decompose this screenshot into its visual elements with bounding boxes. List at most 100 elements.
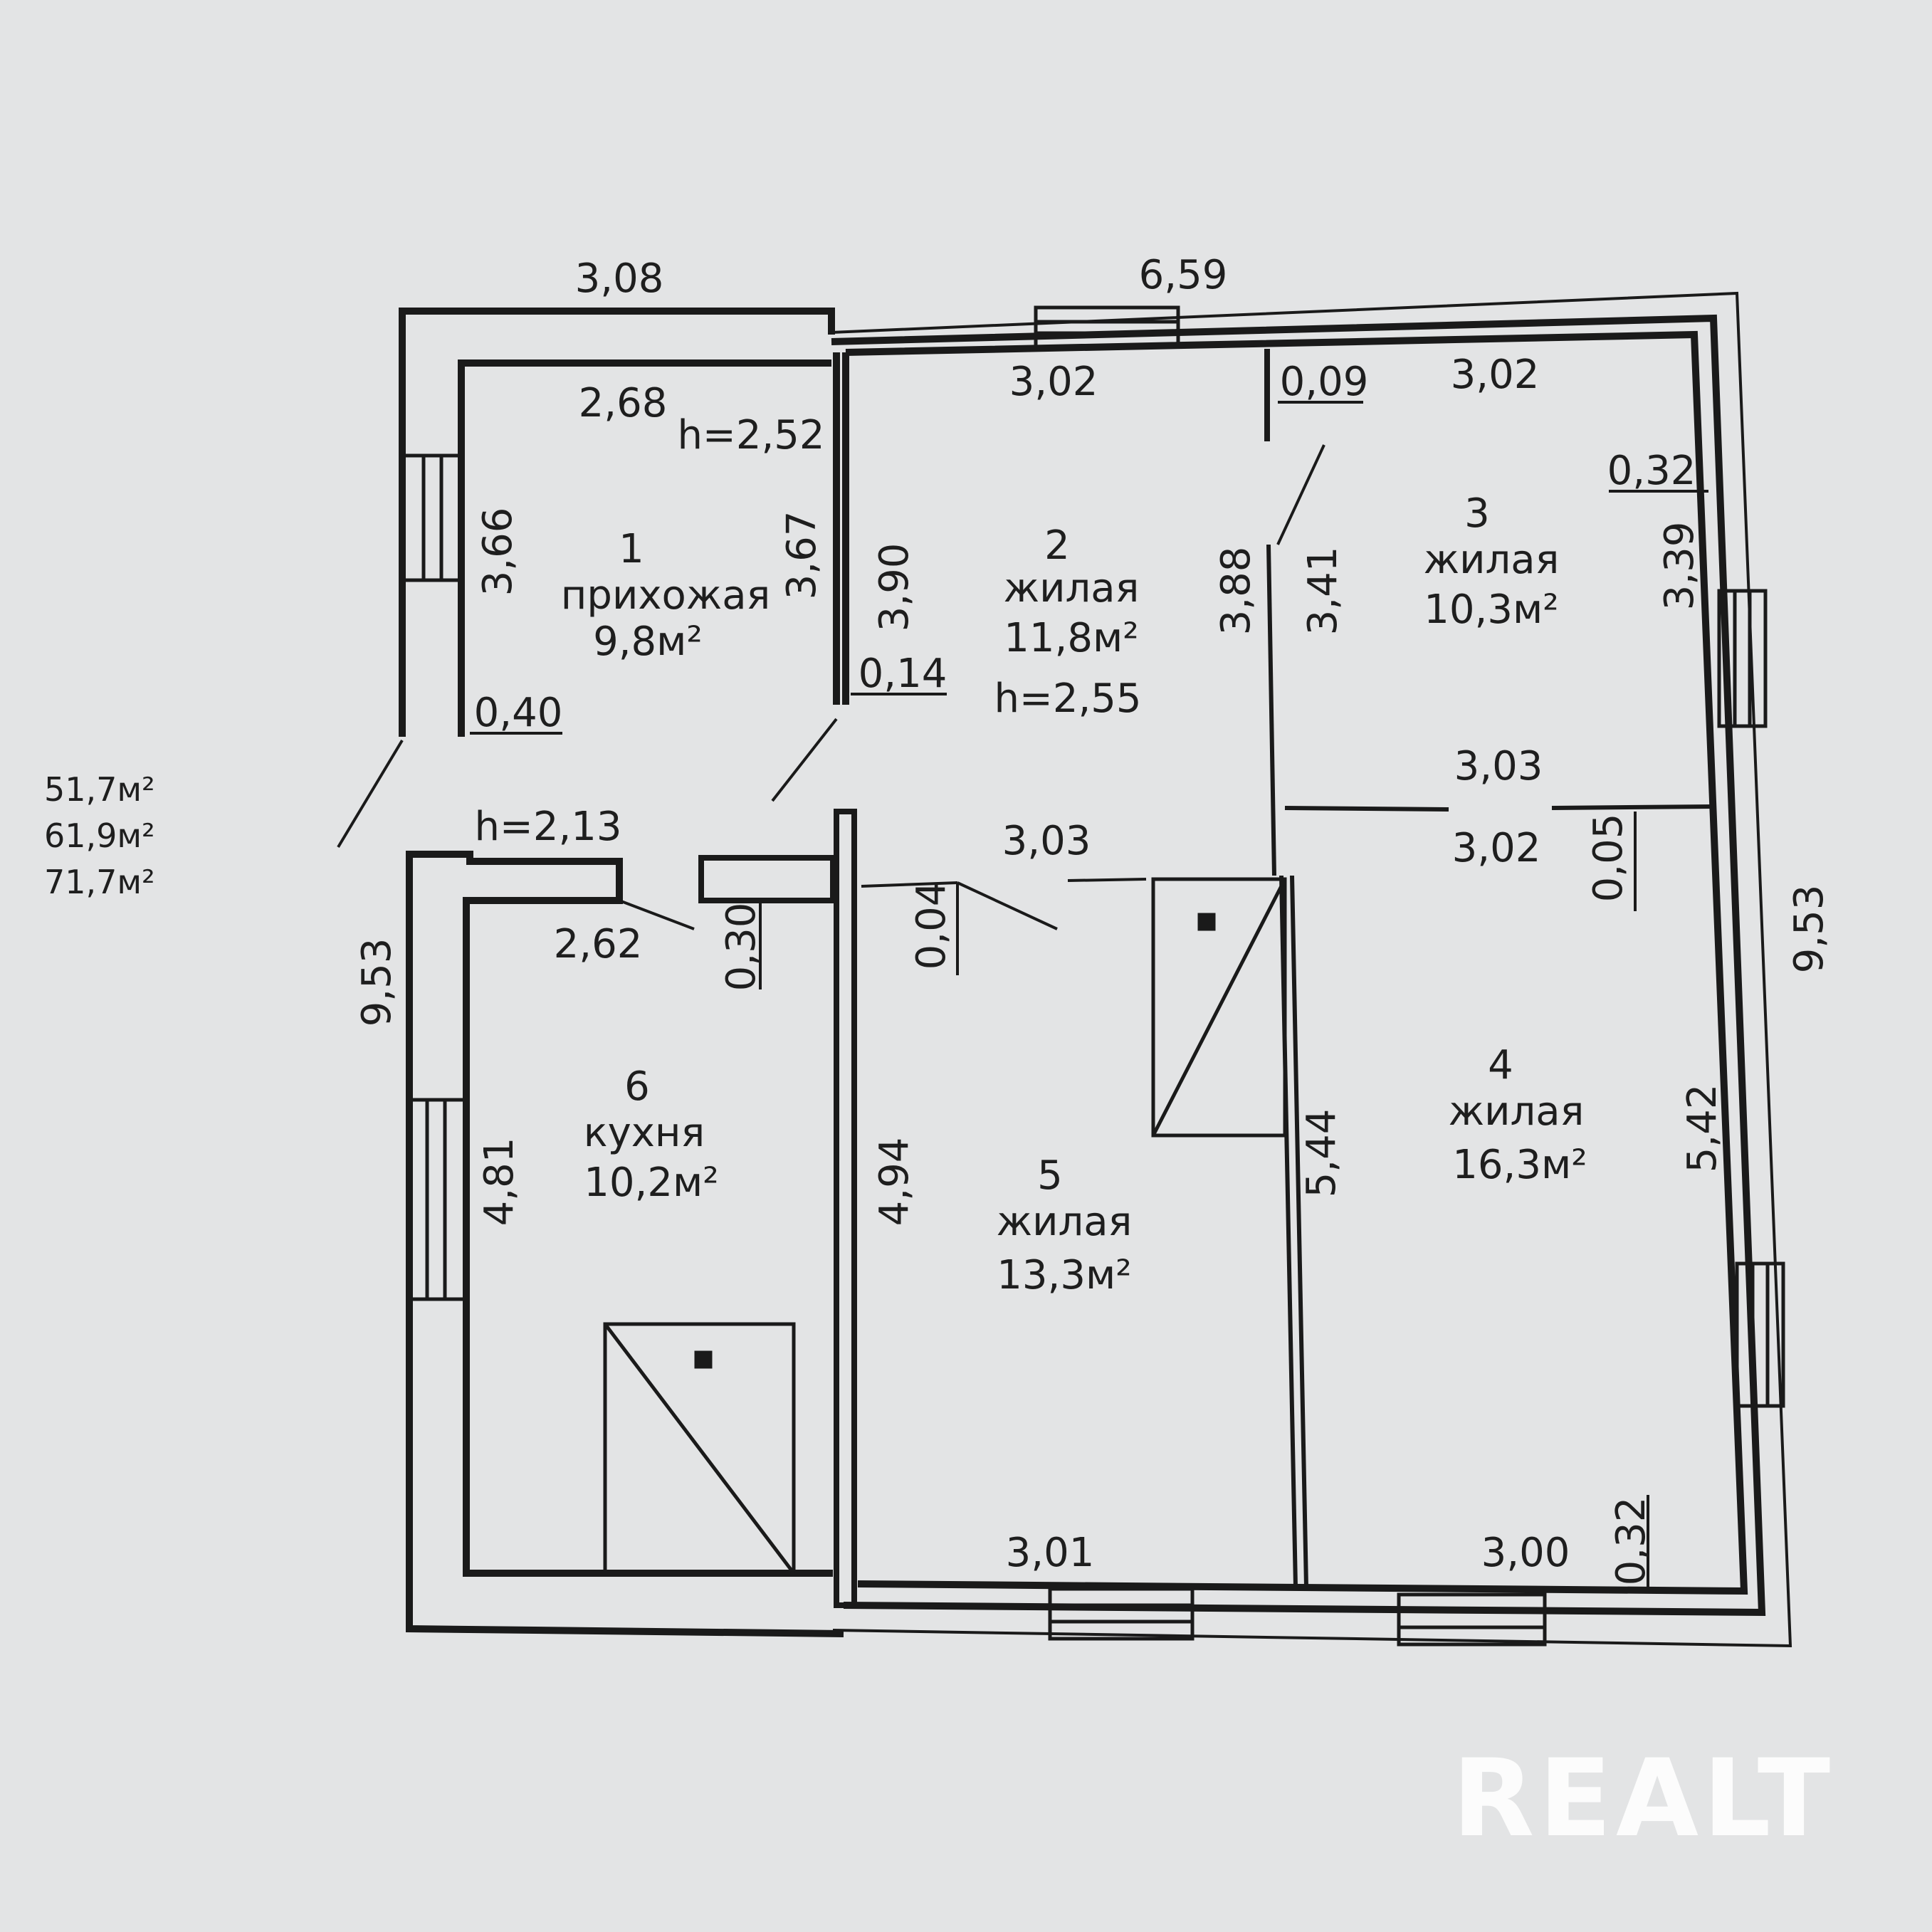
dim-r2-top: 3,02 [1009,359,1098,405]
room-labels: 1 прихожая 9,8м² 2 жилая 11,8м² 3 жилая … [561,490,1587,1298]
vertical-dimensions: 3,66 3,67 3,90 3,88 3,41 3,39 0,05 5,44 … [354,508,1832,1586]
room-5-label: 5 жилая 13,3м² [997,1153,1133,1298]
room-name: жилая [997,1199,1133,1245]
watermark-logo: REALT [1452,1737,1835,1861]
partition-5-4b [1290,875,1308,1588]
partition-2-3 [1266,544,1276,876]
inner-wall-top [845,330,1748,1595]
window-top [1034,305,1180,349]
window-room4-a [1735,1261,1785,1408]
dim-r4-bottom: 3,00 [1481,1530,1570,1576]
stove-marker-icon-2 [694,1350,713,1369]
dim-r4-outer: 0,32 [1608,1497,1654,1586]
dim-r5-bottom: 3,01 [1006,1530,1095,1576]
dim-r5-wall: 0,04 [908,881,955,970]
dim-r4-right: 5,42 [1679,1084,1726,1173]
total-2: 61,9м² [44,817,155,855]
dim-r3-left-a: 3,88 [1213,547,1259,636]
dim-r5-left: 4,94 [871,1138,918,1227]
partition-2-5b [1067,878,1147,882]
dim-r4-top: 3,02 [1452,825,1541,871]
dim-r1-top: 2,68 [579,380,668,426]
room-name: прихожая [561,572,770,619]
area-totals: 51,7м² 61,9м² 71,7м² [44,770,155,901]
outer-wall-hall [399,308,835,737]
room-number: 6 [624,1064,650,1110]
dim-r3-notch: 0,09 [1280,359,1369,405]
window-room5 [1048,1587,1195,1641]
height-room1: h=2,52 [677,412,824,458]
room-name: кухня [584,1110,705,1156]
horizontal-dimensions: 3,08 6,59 2,68 0,40 3,02 0,14 3,03 3,02 … [474,252,1696,1576]
room-1-label: 1 прихожая 9,8м² [561,526,770,665]
dim-r2-bottom: 3,03 [1002,818,1091,864]
total-3: 71,7м² [44,863,155,901]
room-area: 10,2м² [584,1160,718,1206]
room-area: 11,8м² [1004,615,1138,661]
stove-room5 [1151,877,1287,1138]
partition-3-4a [1284,806,1449,812]
height-room2: h=2,55 [994,676,1141,722]
door-kitchen [619,899,695,930]
dim-r3-bottom: 3,03 [1454,743,1543,789]
dim-outer-left: 9,53 [354,938,400,1027]
dim-r6-top: 2,62 [554,921,643,967]
dim-r3-left-b: 3,41 [1300,547,1346,636]
kitchen-wall-stub [698,855,836,903]
dim-r4-wall: 0,05 [1585,814,1632,903]
dim-r1-wall: 0,40 [474,690,563,736]
doors [337,349,1325,930]
dim-r4-left: 5,44 [1298,1109,1345,1198]
room-number: 1 [619,526,644,572]
dim-r6-left: 4,81 [476,1138,523,1227]
room-number: 5 [1037,1153,1063,1199]
partition-3-4b [1551,804,1713,810]
kitchen-outer-wall2 [406,854,844,1637]
room-2-label: 2 жилая 11,8м² [1004,523,1140,661]
windows [400,305,1785,1647]
door-room2-room3 [1276,444,1325,545]
door-entrance [337,739,404,849]
dim-r2-wall: 0,14 [859,651,947,697]
outer-wall-main [831,314,1766,1617]
room-6-label: 6 кухня 10,2м² [584,1064,719,1206]
window-hall [400,453,463,582]
dim-r3-top: 3,02 [1451,352,1540,398]
kitchen-outer-wall [406,851,833,1577]
dim-r3-right: 3,39 [1657,522,1703,611]
window-kitchen [407,1098,468,1301]
room-area: 16,3м² [1452,1142,1587,1188]
dim-r1-left: 3,66 [475,508,521,597]
room-number: 4 [1488,1042,1513,1088]
room-number: 3 [1464,490,1490,537]
room-name: жилая [1449,1088,1585,1135]
door-room5 [957,881,1058,930]
stove-kitchen [603,1322,796,1575]
dim-r3-outer: 0,32 [1607,448,1696,494]
room-3-label: 3 жилая 10,3м² [1424,490,1560,633]
inner-wall-hall [458,359,831,737]
partition-2-5a [861,881,958,888]
dim-outer-right: 9,53 [1786,885,1832,974]
dim-r2-left: 3,90 [871,543,918,632]
room-number: 2 [1044,523,1070,569]
height-kitchen: h=2,13 [474,804,621,850]
dim-r6-wall: 0,30 [718,903,765,992]
column-kitchen-room5 [834,809,857,1608]
dim-r1-right: 3,67 [779,511,825,600]
window-room4-b [1397,1592,1547,1647]
dim-top-left: 3,08 [575,256,664,302]
room-area: 9,8м² [593,619,703,665]
stove-marker-icon [1197,913,1216,931]
room-4-label: 4 жилая 16,3м² [1449,1042,1587,1188]
dim-top-right: 6,59 [1139,252,1228,298]
total-1: 51,7м² [44,770,155,809]
leader-lines [470,401,1708,1587]
walls [337,291,1792,1648]
window-room3 [1717,589,1768,728]
room-area: 13,3м² [997,1252,1131,1298]
room-name: жилая [1424,537,1560,583]
outer-line-main [831,291,1792,1648]
room-name: жилая [1004,565,1140,611]
